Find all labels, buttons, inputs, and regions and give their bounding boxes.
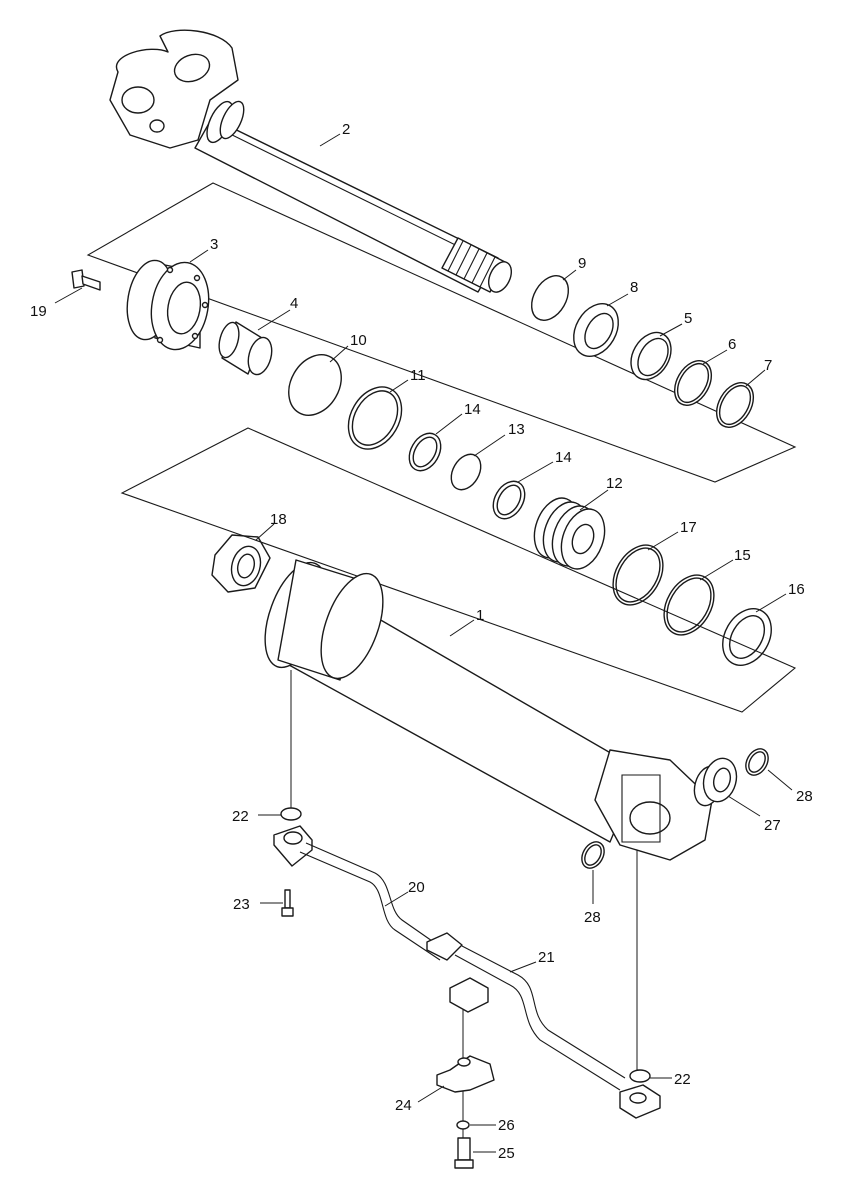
label-part-15: 15 xyxy=(734,547,751,564)
label-part-12: 12 xyxy=(606,475,623,492)
label-part-6: 6 xyxy=(728,336,736,353)
part-3-cylinder-head xyxy=(126,259,210,351)
part-25-bolt xyxy=(454,1137,474,1169)
label-part-7: 7 xyxy=(764,357,772,374)
part-16-ring xyxy=(722,608,772,666)
part-22-o-ring-bottom xyxy=(629,1069,651,1083)
part-28-ring-right xyxy=(745,748,769,776)
part-10-o-ring xyxy=(288,354,342,416)
label-part-9: 9 xyxy=(578,255,586,272)
label-part-28-b: 28 xyxy=(584,909,601,926)
part-8-seal xyxy=(573,303,619,357)
part-27-bushing xyxy=(693,757,738,807)
part-12-piston xyxy=(533,497,606,570)
label-part-4: 4 xyxy=(290,295,298,312)
part-13-ring xyxy=(450,453,482,491)
label-part-3: 3 xyxy=(210,236,218,253)
label-part-2: 2 xyxy=(342,121,350,138)
label-part-28-a: 28 xyxy=(796,788,813,805)
part-15-ring xyxy=(663,574,715,636)
part-2-piston-rod xyxy=(109,29,513,293)
part-4-bushing xyxy=(218,321,273,376)
label-part-24: 24 xyxy=(395,1097,412,1114)
label-part-10: 10 xyxy=(350,332,367,349)
group-outline-head xyxy=(86,182,797,483)
label-part-17: 17 xyxy=(680,519,697,536)
label-part-26: 26 xyxy=(498,1117,515,1134)
label-part-22-b: 22 xyxy=(674,1071,691,1088)
label-part-22-a: 22 xyxy=(232,808,249,825)
part-17-ring xyxy=(612,544,664,606)
label-part-18: 18 xyxy=(270,511,287,528)
label-part-27: 27 xyxy=(764,817,781,834)
part-9-ring xyxy=(530,275,570,321)
part-24-clamp xyxy=(436,1055,495,1093)
part-labels: 2 3 19 4 9 8 5 6 7 10 11 14 13 14 12 18 … xyxy=(30,121,813,1162)
label-part-20: 20 xyxy=(408,879,425,896)
part-11-ring xyxy=(347,386,403,450)
label-part-1: 1 xyxy=(476,607,484,624)
part-5-ring xyxy=(630,331,672,381)
part-21-pipe xyxy=(426,932,661,1119)
part-23-bolt xyxy=(281,889,294,917)
part-28-ring-left xyxy=(581,841,605,869)
leader-lines xyxy=(54,133,793,1153)
label-part-8: 8 xyxy=(630,279,638,296)
part-20-pipe xyxy=(273,825,446,961)
label-part-16: 16 xyxy=(788,581,805,598)
label-part-5: 5 xyxy=(684,310,692,327)
label-part-14-a: 14 xyxy=(464,401,481,418)
label-part-23: 23 xyxy=(233,896,250,913)
part-22-o-ring-top xyxy=(280,807,302,821)
part-14-ring-b xyxy=(492,480,526,520)
part-7-ring xyxy=(715,382,755,428)
label-part-11: 11 xyxy=(410,367,426,384)
part-14-ring-a xyxy=(408,432,442,472)
part-18-nut xyxy=(211,534,271,593)
part-1-cylinder-tube xyxy=(264,559,713,861)
group-outline-piston xyxy=(120,427,797,713)
label-part-25: 25 xyxy=(498,1145,515,1162)
label-part-19: 19 xyxy=(30,303,47,320)
part-26-washer xyxy=(456,1120,470,1130)
part-19-bolt xyxy=(71,269,101,291)
label-part-14-b: 14 xyxy=(555,449,572,466)
label-part-21: 21 xyxy=(538,949,555,966)
label-part-13: 13 xyxy=(508,421,525,438)
part-6-ring xyxy=(673,360,713,406)
